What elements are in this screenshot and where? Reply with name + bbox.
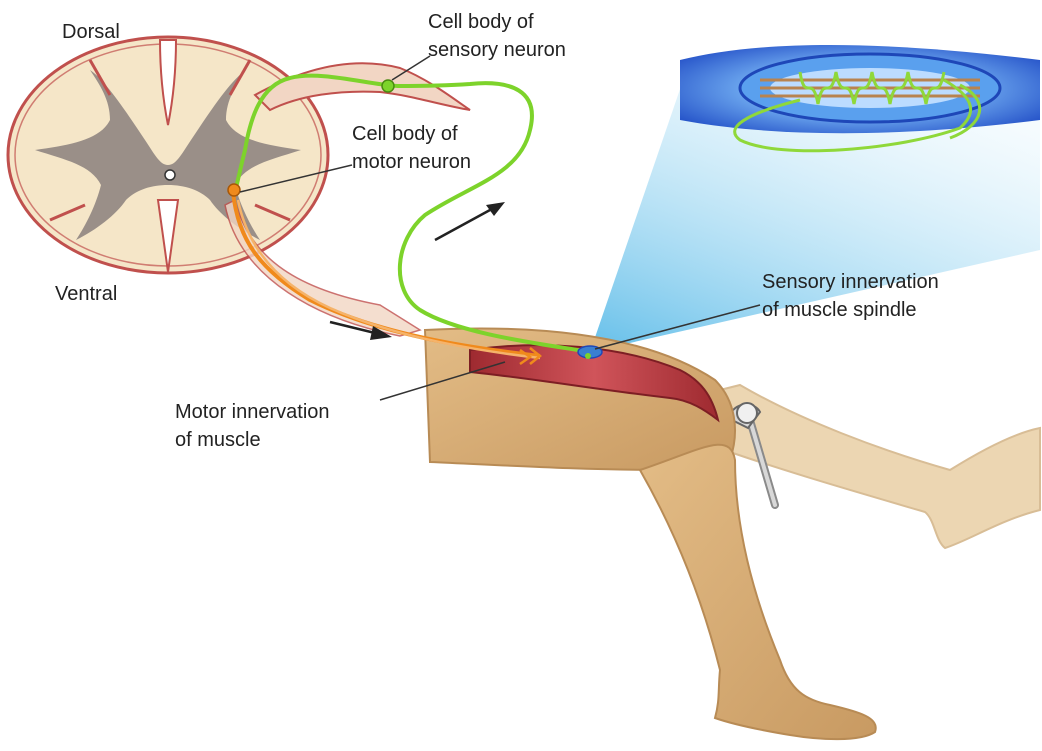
label-motor-cell-body-line1: Cell body of	[352, 120, 471, 148]
label-motor-innervation-line2: of muscle	[175, 426, 330, 454]
spinal-cord-cross-section	[8, 37, 328, 273]
direction-arrow-icon	[435, 202, 505, 240]
label-spindle-innervation: Sensory innervation of muscle spindle	[762, 268, 939, 324]
sensory-neuron-cell-body	[382, 80, 394, 92]
label-motor-cell-body: Cell body of motor neuron	[352, 120, 471, 176]
label-motor-cell-body-line2: motor neuron	[352, 148, 471, 176]
label-motor-innervation-line1: Motor innervation	[175, 398, 330, 426]
label-dorsal: Dorsal	[62, 18, 120, 46]
label-ventral: Ventral	[55, 280, 117, 308]
central-canal	[165, 170, 175, 180]
label-sensory-cell-body: Cell body of sensory neuron	[428, 8, 566, 64]
label-sensory-cell-body-line1: Cell body of	[428, 8, 566, 36]
motor-neuron-cell-body	[228, 184, 240, 196]
label-spindle-innervation-line2: of muscle spindle	[762, 296, 939, 324]
label-motor-innervation: Motor innervation of muscle	[175, 398, 330, 454]
label-sensory-cell-body-line2: sensory neuron	[428, 36, 566, 64]
label-spindle-innervation-line1: Sensory innervation	[762, 268, 939, 296]
lower-leg-bent	[640, 445, 876, 739]
